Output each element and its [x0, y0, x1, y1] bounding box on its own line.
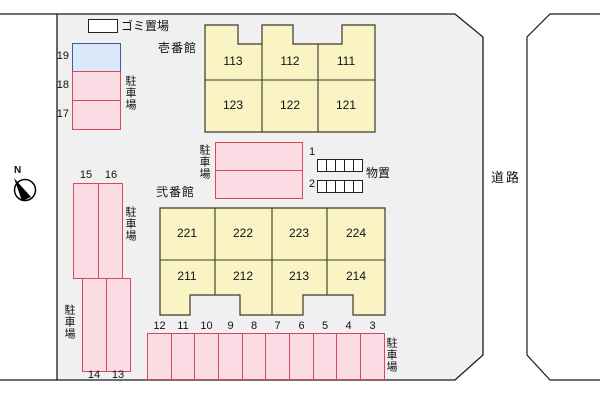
space-number: 11: [177, 320, 189, 332]
shed-cell: [353, 180, 363, 193]
east-parcel-outline: [526, 13, 600, 381]
room-label: 211: [177, 269, 197, 283]
room-111-113-label: 113: [223, 54, 243, 68]
space-number: 5: [321, 320, 329, 332]
room-label: 213: [288, 269, 310, 283]
parking-space-5: [313, 333, 337, 380]
room-label: 223: [288, 226, 310, 240]
parking-lot-label: 駐車場: [124, 75, 136, 111]
parking-space-4: [336, 333, 361, 380]
parking-space-18: [72, 71, 121, 101]
parking-space-1: [215, 142, 303, 171]
garbage-area-label: ゴミ置場: [121, 19, 170, 33]
parking-space-6: [289, 333, 314, 380]
parking-space-7: [265, 333, 290, 380]
parking-space-17: [72, 100, 121, 130]
parking-space-19: [72, 43, 121, 72]
space-number: 15: [79, 169, 93, 181]
road-label: 道路: [491, 170, 522, 185]
space-number: 13: [111, 369, 125, 381]
space-number: 1: [308, 146, 316, 158]
parking-space-3: [360, 333, 385, 380]
space-number: 16: [104, 169, 118, 181]
space-number: 7: [274, 320, 281, 332]
space-number: 4: [345, 320, 352, 332]
shed-cell: [353, 159, 363, 172]
room-label: 222: [232, 226, 254, 240]
space-number: 10: [200, 320, 213, 332]
parking-space-10: [194, 333, 219, 380]
parking-space-8: [242, 333, 266, 380]
space-number: 18: [56, 79, 69, 91]
room-label: 214: [345, 269, 367, 283]
parking-space-15: [73, 183, 99, 279]
building1-name: 壱番館: [158, 41, 198, 55]
building2-name: 弐番館: [156, 185, 196, 199]
space-number: 12: [153, 320, 166, 332]
storage-shed-row-2: [317, 180, 363, 193]
parking-lot-label: 駐車場: [198, 144, 210, 180]
room-label: 111: [336, 54, 356, 68]
garbage-area-box: [88, 19, 118, 33]
room-label: 221: [176, 226, 198, 240]
space-number: 3: [369, 320, 376, 332]
parking-space-11: [171, 333, 195, 380]
building1-outline: [204, 24, 376, 133]
space-number: 19: [56, 50, 69, 62]
space-number: 14: [87, 369, 101, 381]
parking-space-14: [82, 278, 107, 372]
parking-space-2: [215, 170, 303, 199]
storage-shed-row-1: [317, 159, 363, 172]
storage-shed-label: 物置: [366, 166, 391, 180]
parking-lot-label: 駐車場: [385, 337, 397, 373]
room-label: 121: [335, 98, 357, 112]
room-label: 122: [279, 98, 301, 112]
room-label: 112: [280, 54, 300, 68]
parking-space-16: [98, 183, 123, 279]
room-label: 224: [345, 226, 367, 240]
building2-outline: [159, 207, 386, 316]
space-number: 17: [56, 108, 69, 120]
parking-space-12: [147, 333, 172, 380]
north-compass-icon: [13, 178, 37, 202]
compass-north-label: N: [14, 165, 22, 176]
space-number: 8: [250, 320, 258, 332]
room-label: 212: [232, 269, 254, 283]
room-label: 123: [222, 98, 244, 112]
parking-space-9: [218, 333, 243, 380]
space-number: 9: [227, 320, 234, 332]
parking-lot-label: 駐車場: [124, 206, 136, 242]
space-number: 6: [298, 320, 305, 332]
parking-space-13: [106, 278, 131, 372]
space-number: 2: [308, 178, 316, 190]
parking-lot-label: 駐車場: [63, 304, 75, 340]
